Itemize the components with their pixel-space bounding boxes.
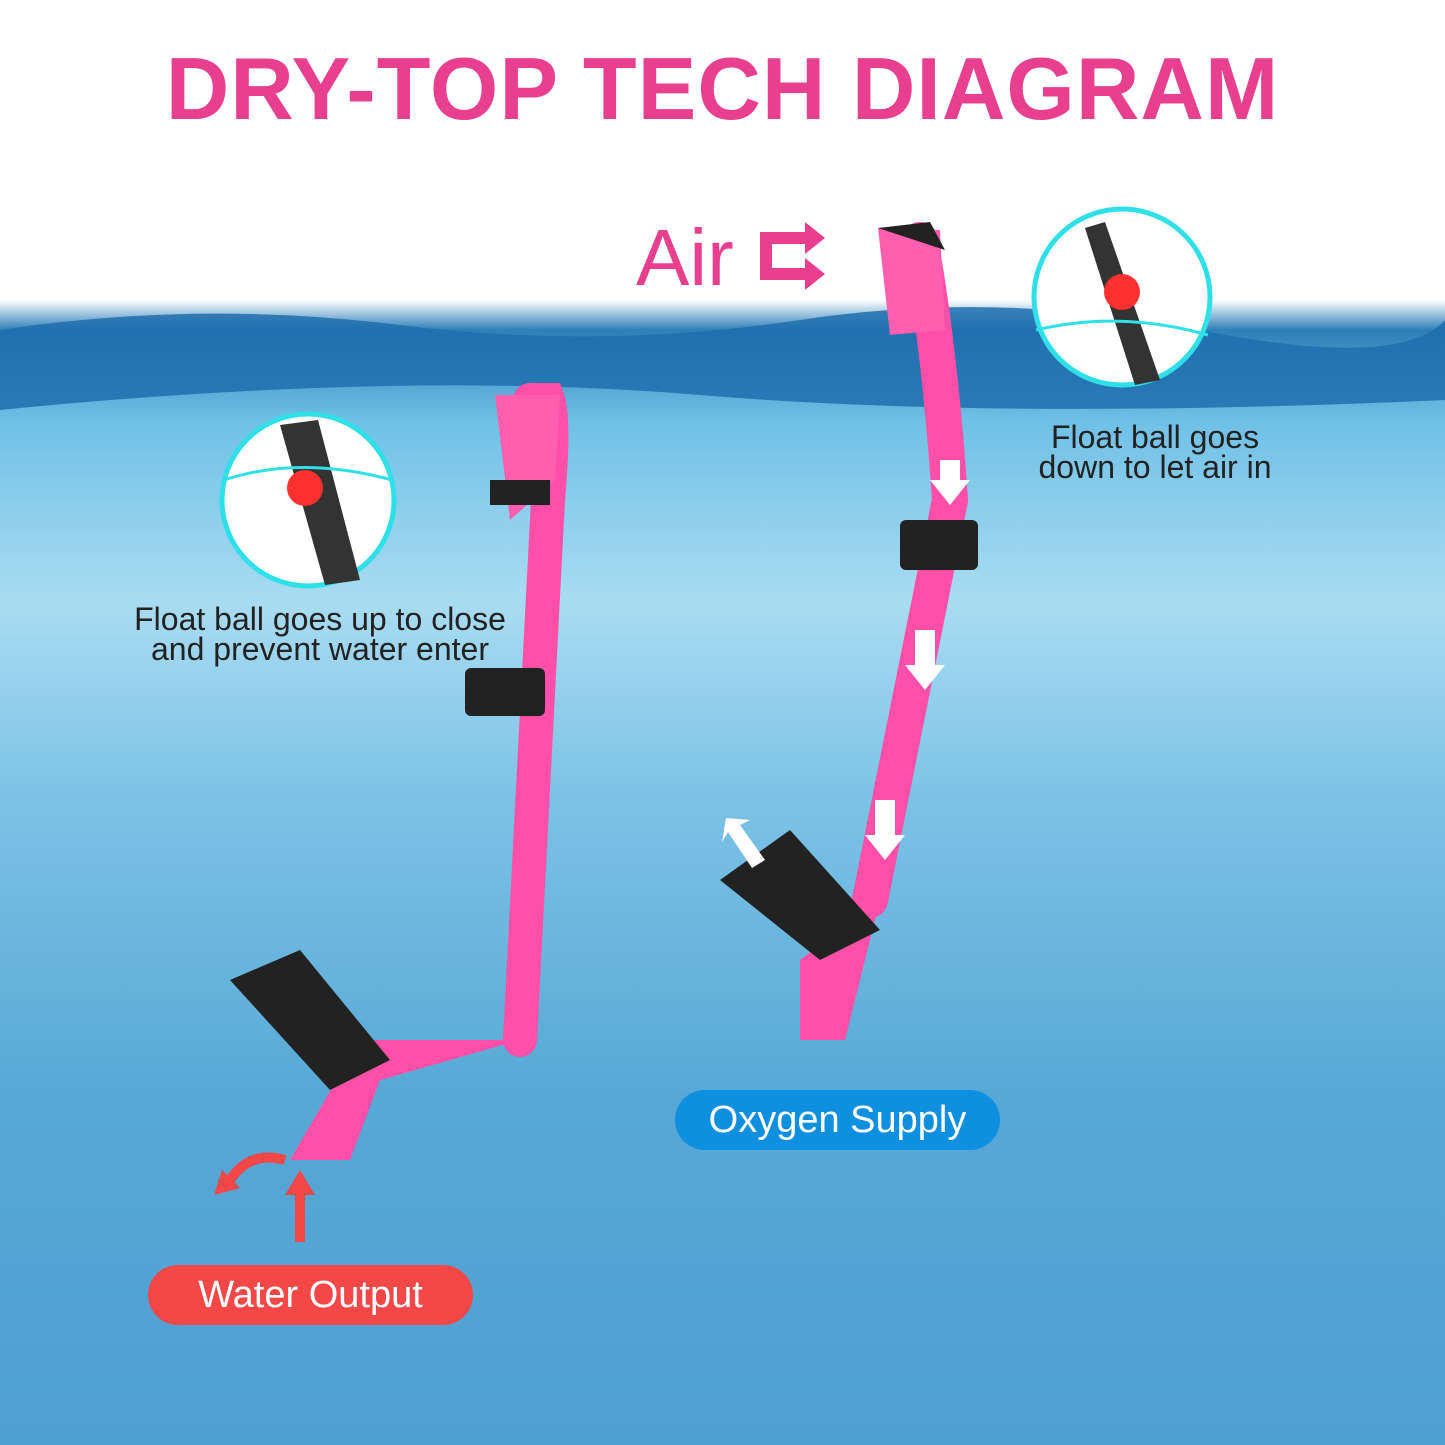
float-ball-callout-icon xyxy=(1031,206,1213,388)
air-label: Air xyxy=(636,213,734,302)
float-ball-callout-icon xyxy=(219,411,397,589)
note-line: and prevent water enter xyxy=(151,631,489,667)
note-line: Float ball goes xyxy=(1050,419,1260,455)
left-snorkel xyxy=(230,383,569,1160)
air-arrows-icon xyxy=(760,222,825,290)
note-line: down to let air in xyxy=(1038,449,1272,485)
water-output-badge: Water Output xyxy=(148,1265,473,1325)
right-note: Float ball goes down to let air in xyxy=(1010,419,1300,485)
note-line: Float ball goes up to close xyxy=(134,601,506,637)
water-surface xyxy=(0,307,1445,410)
oxygen-supply-badge: Oxygen Supply xyxy=(675,1090,1000,1150)
flow-arrow-icon xyxy=(722,460,970,868)
page-title: DRY-TOP TECH DIAGRAM xyxy=(165,39,1280,138)
left-note: Float ball goes up to close and prevent … xyxy=(130,601,510,667)
water-output-arrows-icon xyxy=(214,1152,315,1242)
